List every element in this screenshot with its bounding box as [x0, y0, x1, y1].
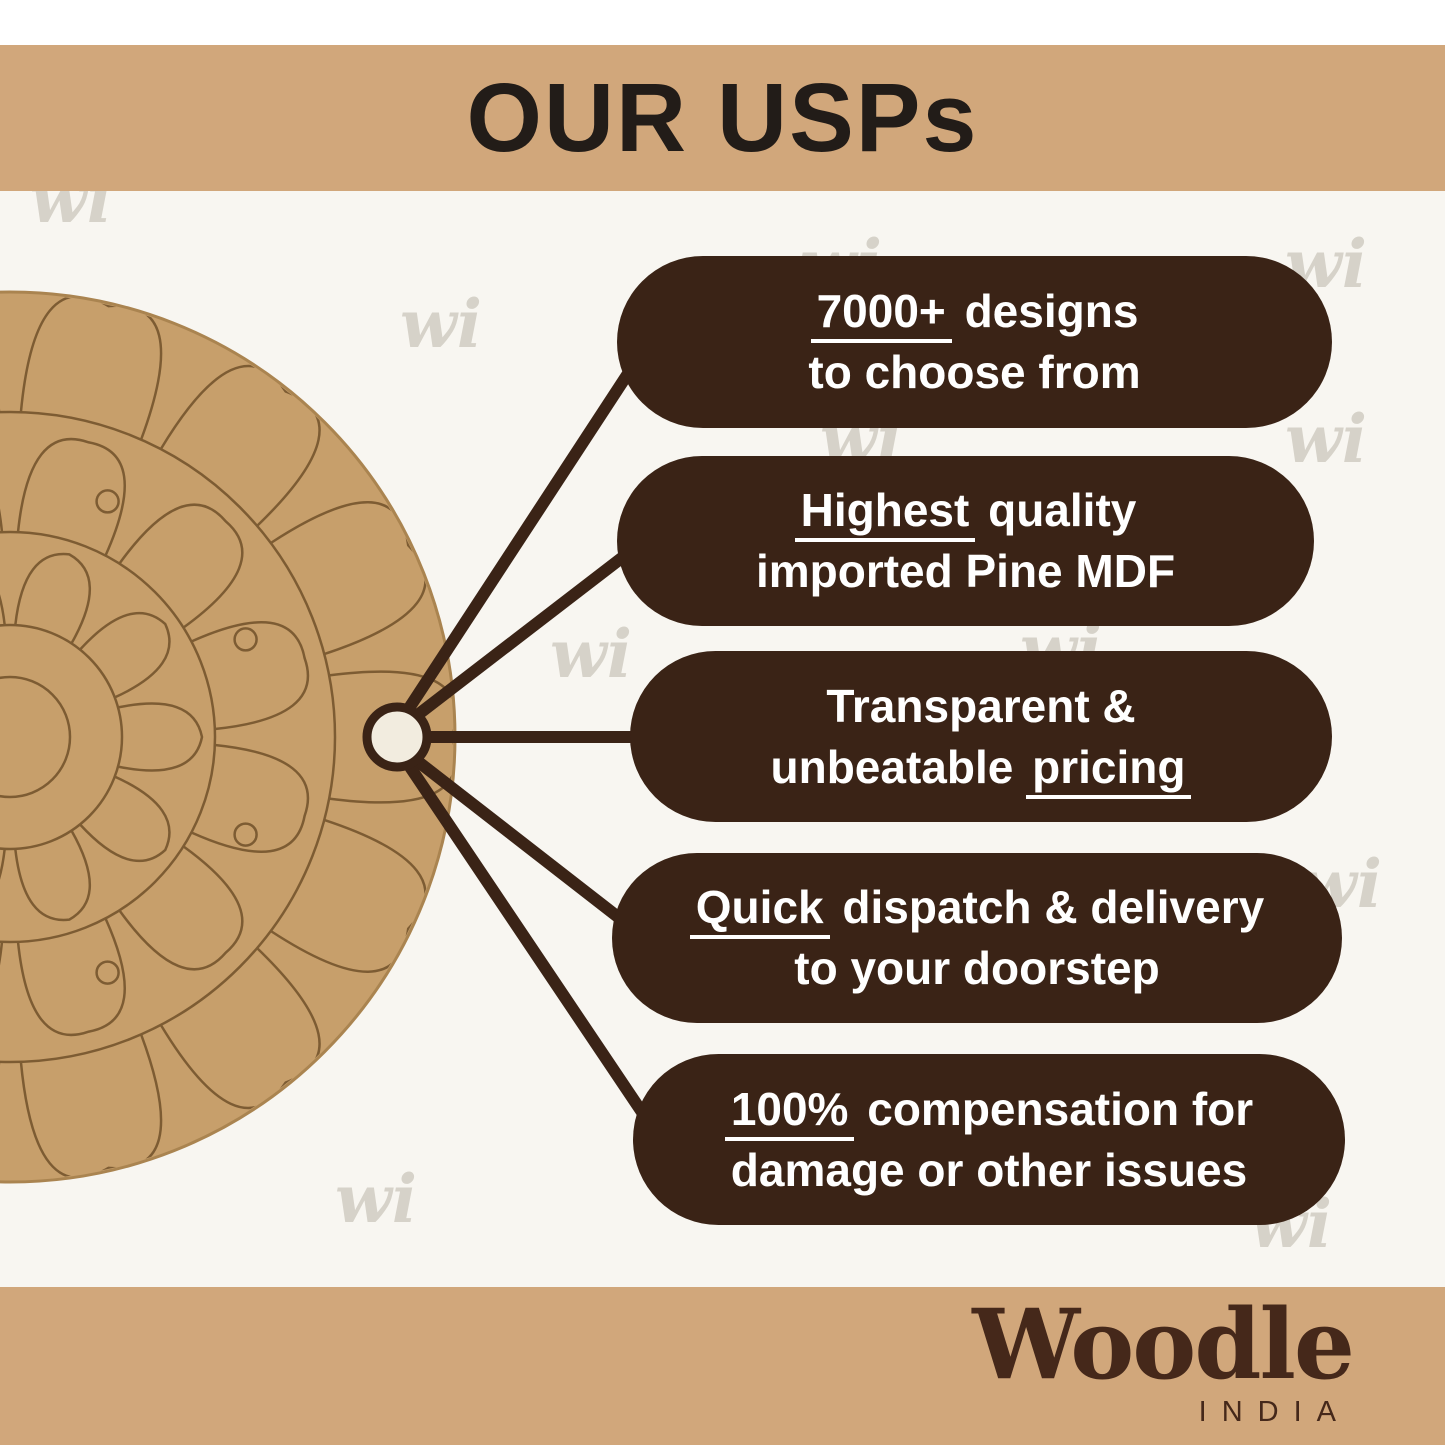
usp-line: unbeatable pricing	[771, 737, 1192, 799]
underlined-word: Highest	[794, 484, 976, 543]
mandala-engraving	[0, 295, 453, 1179]
top-margin	[0, 0, 1445, 45]
usp-line: to your doorstep	[794, 942, 1160, 994]
usp-line: imported Pine MDF	[755, 545, 1176, 597]
watermark-wi: wi	[550, 615, 632, 693]
underlined-word: pricing	[1026, 740, 1192, 799]
usp-pill-designs: 7000+ designs to choose from	[617, 256, 1332, 428]
watermark-wi: wi	[335, 1160, 417, 1238]
footer-banner: Woodle INDIA	[0, 1287, 1445, 1445]
usp-line: damage or other issues	[730, 1143, 1248, 1196]
underlined-word: Quick	[689, 881, 830, 940]
header-banner: OUR USPs	[0, 45, 1445, 191]
connector-lines	[394, 339, 665, 1143]
brand-logo: Woodle INDIA	[972, 1288, 1355, 1429]
brand-country: INDIA	[1198, 1396, 1351, 1428]
watermark-wi: wi	[1285, 400, 1367, 478]
page-title: OUR USPs	[466, 63, 979, 172]
usp-line: Highest quality	[794, 480, 1136, 543]
usp-line: 100% compensation for	[724, 1079, 1253, 1141]
watermark-wi: wi	[400, 285, 482, 363]
usp-pill-dispatch: Quick dispatch & delivery to your doorst…	[612, 853, 1342, 1023]
underlined-word: 100%	[724, 1082, 855, 1141]
underlined-word: 7000+	[810, 285, 952, 344]
usp-pill-quality: Highest quality imported Pine MDF	[617, 456, 1314, 626]
usp-line: 7000+ designs	[810, 281, 1138, 344]
usp-pill-compensation: 100% compensation for damage or other is…	[633, 1054, 1345, 1225]
connector-node	[362, 702, 432, 772]
usp-line: Quick dispatch & delivery	[689, 877, 1264, 940]
usp-line: to choose from	[808, 346, 1141, 398]
usp-pill-pricing: Transparent & unbeatable pricing	[630, 651, 1332, 822]
usp-line: Transparent &	[826, 679, 1136, 732]
brand-name: Woodle	[972, 1288, 1355, 1402]
